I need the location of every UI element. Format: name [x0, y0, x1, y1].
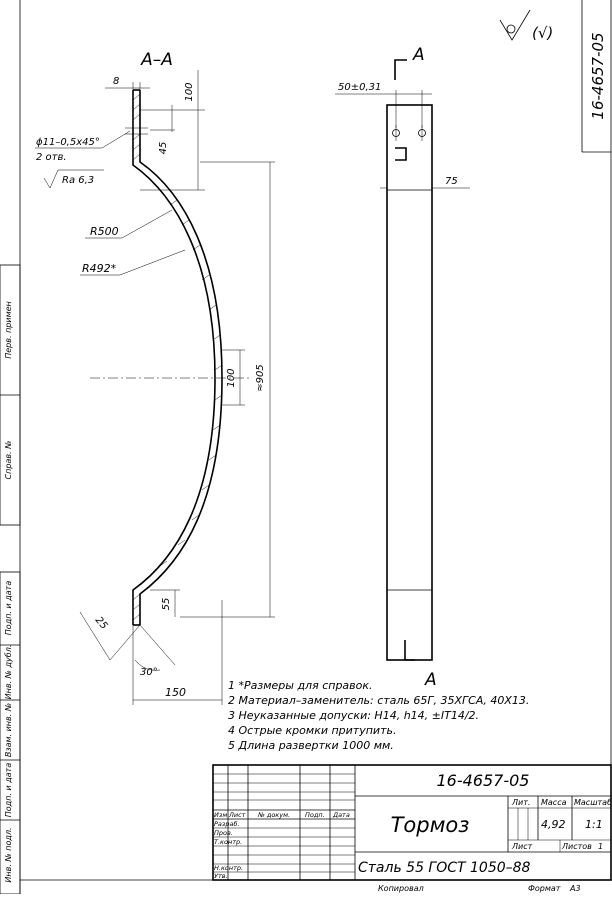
- note-1: 1 *Размеры для справок.: [228, 679, 373, 692]
- stamp-inv-dubl: Инв. № дубл.: [4, 645, 13, 700]
- material: Сталь 55 ГОСТ 1050–88: [358, 860, 531, 876]
- dim-55: 55: [161, 598, 172, 611]
- dim-75: 75: [445, 176, 458, 187]
- stamp-vzam-inv: Взам. инв. №: [4, 703, 13, 757]
- sheet-label: Лист: [511, 842, 533, 851]
- row-nkontr: Н.контр.: [214, 864, 243, 872]
- stamp-perv-primen: Перв. примен: [4, 301, 13, 359]
- row-tkontr: Т.контр.: [214, 838, 242, 846]
- sheets-value: 1: [598, 842, 603, 851]
- stamp-podp-data-2: Подп. и дата: [4, 763, 13, 818]
- view-arrow-top-label: A: [412, 45, 425, 65]
- dim-100-top: 100: [184, 82, 195, 101]
- roughness-symbol: (√): [499, 9, 553, 42]
- dim-150: 150: [165, 686, 186, 699]
- scale-value: 1:1: [585, 818, 603, 831]
- footer-format-label: Формат: [528, 884, 561, 893]
- section-view: [90, 89, 250, 626]
- col-date: Дата: [332, 811, 350, 819]
- row-utv: Утв.: [214, 872, 228, 880]
- stamp-podp-data-1: Подп. и дата: [4, 581, 13, 636]
- mass-value: 4,92: [541, 818, 566, 831]
- scale-label: Масштаб: [574, 798, 612, 807]
- dim-50: 50±0,31: [338, 82, 381, 93]
- note-4: 4 Острые кромки притупить.: [228, 724, 396, 737]
- col-sign: Подп.: [305, 811, 325, 819]
- drawing-frame: [19, 0, 612, 894]
- front-view: 50±0,31 75 A A: [335, 45, 470, 690]
- row-prov: Пров.: [214, 829, 233, 837]
- stamp-inv-podl: Инв. № подл.: [4, 827, 13, 882]
- footer-copied: Копировал: [378, 884, 424, 893]
- dim-45: 45: [158, 142, 169, 155]
- corner-code-box: 16-4657-05: [581, 0, 611, 153]
- part-name: Тормоз: [391, 813, 470, 837]
- col-izm: Изм: [214, 811, 227, 819]
- note-3: 3 Неуказанные допуски: H14, h14, ±IT14/2…: [228, 709, 479, 722]
- section-dimensions: 8 100 45 ϕ11–0,5х45° 2 отв. Ra 6,3 R500 …: [35, 70, 275, 705]
- dim-30: 30°: [140, 667, 158, 678]
- dim-905: ≈905: [255, 364, 266, 391]
- lit-label: Лит.: [511, 798, 530, 807]
- roughness-note: (√): [532, 24, 553, 42]
- corner-code: 16-4657-05: [589, 32, 607, 119]
- sheets-label: Листов: [561, 842, 592, 851]
- note-2: 2 Материал–заменитель: сталь 65Г, 35ХГСА…: [228, 694, 529, 707]
- section-label: A–A: [140, 50, 173, 70]
- doc-number: 16-4657-05: [437, 771, 530, 790]
- stamp-sprav-no: Справ. №: [4, 441, 13, 480]
- dim-8: 8: [113, 76, 119, 87]
- col-doc: № докум.: [257, 811, 290, 819]
- dim-r492: R492*: [82, 262, 117, 275]
- footer-format-value: А3: [569, 884, 581, 893]
- dim-r500: R500: [90, 225, 119, 238]
- dim-hole: ϕ11–0,5х45°: [36, 137, 100, 148]
- dim-ra: Ra 6,3: [62, 175, 94, 186]
- note-5: 5 Длина развертки 1000 мм.: [228, 739, 394, 752]
- row-razrab: Разраб.: [214, 820, 240, 828]
- side-stamp: Перв. примен Справ. № Подп. и дата Инв. …: [0, 264, 21, 895]
- view-arrow-bottom-label: A: [424, 670, 437, 690]
- dim-holes-count: 2 отв.: [36, 152, 67, 163]
- technical-notes: 1 *Размеры для справок. 2 Материал–замен…: [228, 679, 529, 752]
- mass-label: Масса: [541, 798, 567, 807]
- dim-25: 25: [93, 615, 110, 632]
- dim-100-mid: 100: [226, 368, 237, 387]
- title-block: 16-4657-05 Тормоз Сталь 55 ГОСТ 1050–88 …: [212, 764, 612, 881]
- col-list: Лист: [228, 811, 246, 819]
